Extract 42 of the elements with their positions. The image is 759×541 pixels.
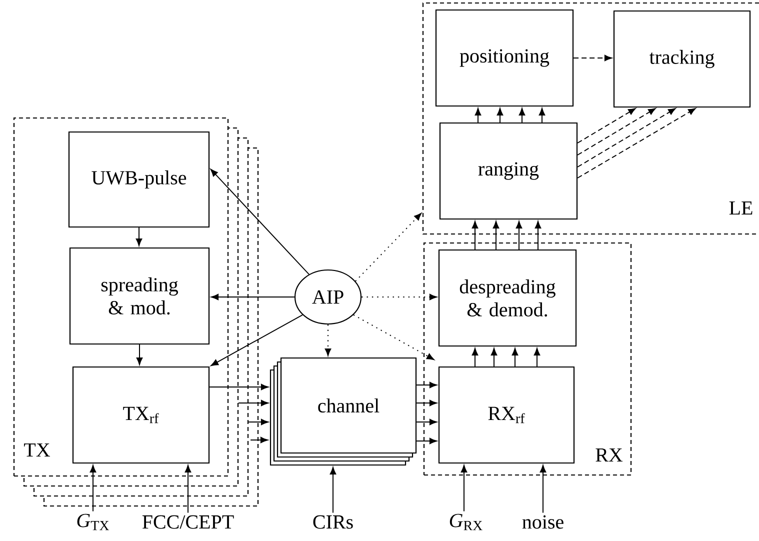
frame-label: RX xyxy=(596,448,623,462)
arrow xyxy=(416,438,437,444)
arrow xyxy=(573,54,612,62)
input-label: G$_{TX}$ xyxy=(77,514,110,530)
arrow xyxy=(416,382,437,388)
arrow xyxy=(577,108,696,178)
input-label: G$_{RX}$ xyxy=(450,514,482,530)
process-box: ranging xyxy=(439,122,578,220)
frame-label: TX xyxy=(24,443,50,457)
arrow xyxy=(534,348,540,367)
arrow xyxy=(577,108,636,144)
stacked-box: channel xyxy=(270,357,417,466)
arrow xyxy=(512,348,518,367)
arrow xyxy=(460,465,468,512)
arrow xyxy=(416,400,437,406)
arrow xyxy=(353,314,434,360)
arrow xyxy=(577,108,656,156)
input-label: FCC/CEPT xyxy=(142,515,234,529)
arrow xyxy=(472,348,478,367)
arrow xyxy=(361,294,437,300)
arrow xyxy=(540,465,546,514)
input-label: noise xyxy=(522,515,564,529)
arrow xyxy=(538,108,546,123)
process-box: despreading & demod. xyxy=(438,249,577,347)
arrow xyxy=(330,467,336,514)
arrow xyxy=(416,418,437,426)
arrow xyxy=(534,221,542,250)
arrow xyxy=(516,221,522,250)
arrow xyxy=(492,221,500,250)
frame-label: LE xyxy=(729,201,752,215)
arrow xyxy=(518,108,526,123)
process-box: RX$_{rf}$ xyxy=(438,366,575,464)
arrow xyxy=(324,324,332,356)
arrow xyxy=(496,108,504,123)
process-box: positioning xyxy=(435,9,574,107)
process-box: tracking xyxy=(613,10,751,108)
arrow xyxy=(474,108,482,123)
arrow xyxy=(577,108,676,168)
input-label: CIRs xyxy=(313,515,353,529)
arrow xyxy=(354,212,422,282)
arrow xyxy=(472,221,478,250)
arrow xyxy=(490,348,498,367)
